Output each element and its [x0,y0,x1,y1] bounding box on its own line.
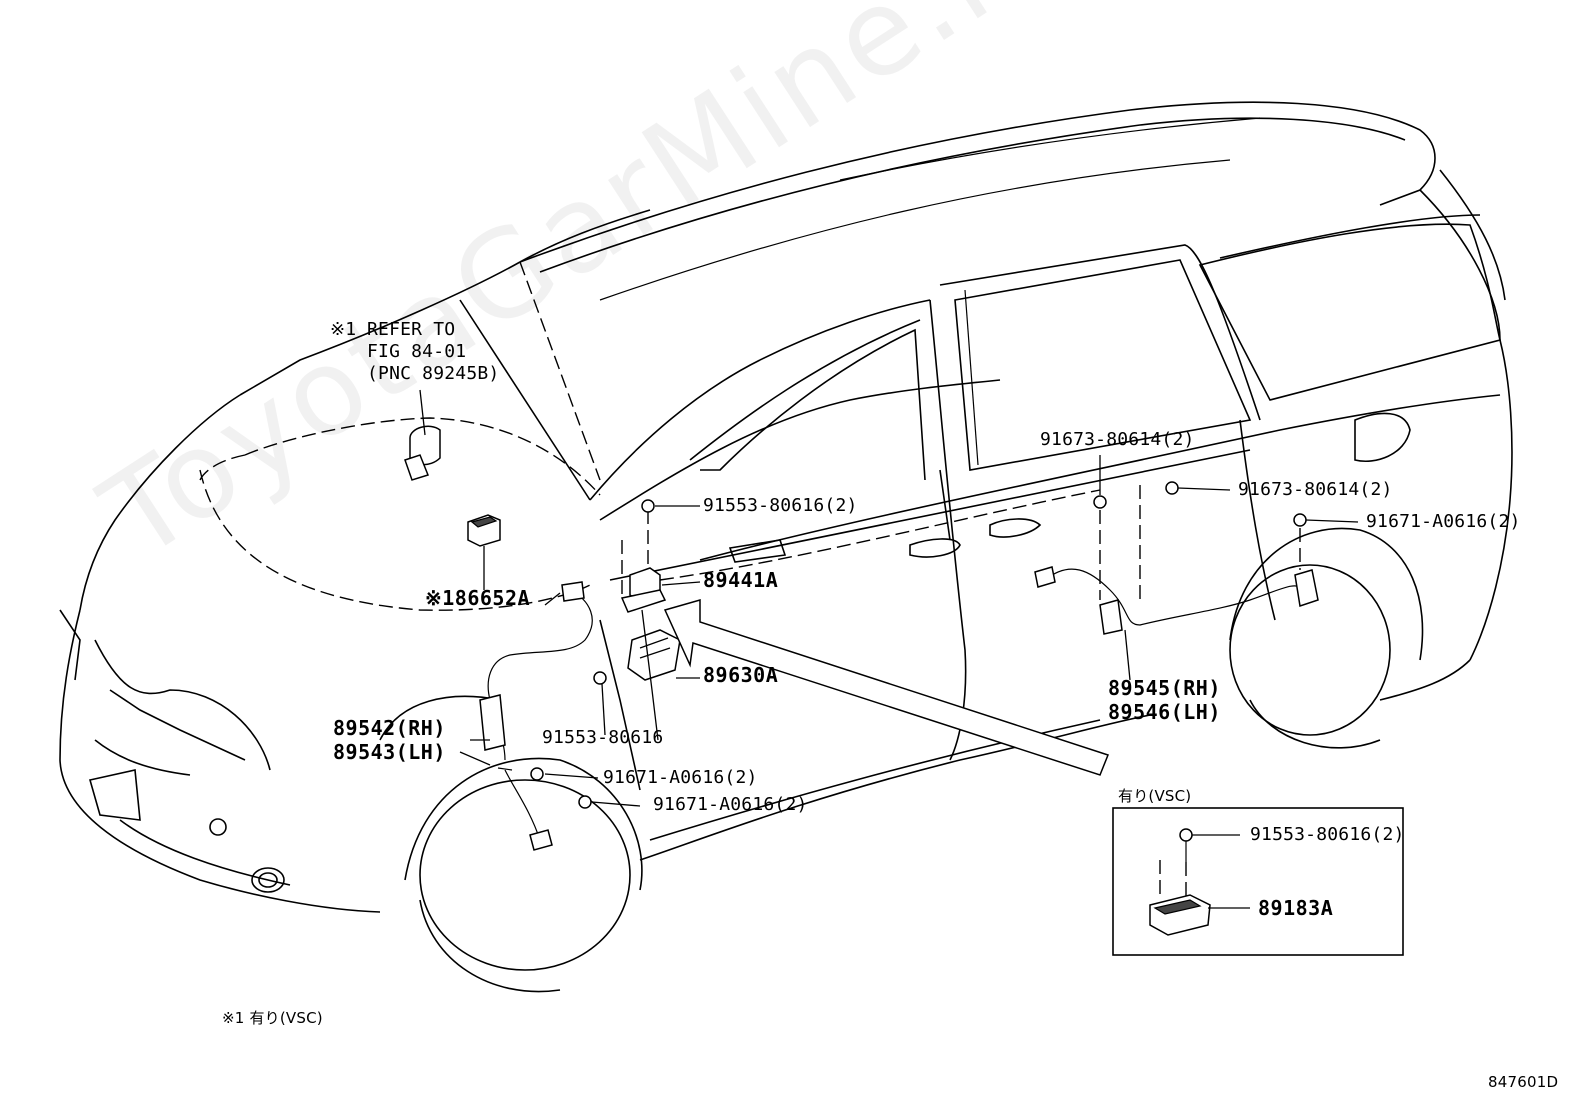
callout-91671-a0616-2-upper: 91671-A0616(2) [603,767,758,788]
rear-speed-sensor-harness [1034,481,1319,681]
part-86652a [467,514,501,590]
leader-lines [459,455,1359,807]
refer-note-line1: REFER TO [367,319,456,340]
part-89441a [620,499,701,613]
refer-note-line3: (PNC 89245B) [367,363,500,384]
part-89630a [593,629,700,736]
callout-91671-a0616-2-rear: 91671-A0616(2) [1366,511,1521,532]
airbag-sensor-part [404,389,441,481]
callout-89542-rh: 89542(RH) [333,716,446,740]
callout-91553-80616-2: 91553-80616(2) [703,495,858,516]
footnote: ※1 有り(VSC) [222,1009,323,1027]
car-body-outline [59,101,1513,993]
front-speed-sensor-harness [479,581,593,851]
callout-89546-lh: 89546(LH) [1108,700,1221,724]
callout-91671-a0616-2-lower: 91671-A0616(2) [653,794,808,815]
callout-89543-lh: 89543(LH) [333,740,446,764]
inset-title: 有り(VSC) [1118,787,1192,805]
callout-89441a: 89441A [703,568,779,592]
figure-code: 847601D [1488,1073,1559,1091]
callout-91673-80614-2-upper: 91673-80614(2) [1040,429,1195,450]
callout-91673-80614-2-right: 91673-80614(2) [1238,479,1393,500]
refer-note-mark: ※1 [330,319,357,340]
callout-89630a: 89630A [703,663,779,687]
callout-86652a: ※186652A [425,586,531,610]
inset-callout-91553-80616-2: 91553-80616(2) [1250,824,1405,845]
location-arrow [663,599,1109,776]
inset-callout-89183a: 89183A [1258,896,1334,920]
inset-box [1112,807,1404,956]
refer-note-line2: FIG 84-01 [367,341,467,362]
callout-89545-rh: 89545(RH) [1108,676,1221,700]
callout-91553-80616: 91553-80616 [542,727,664,748]
